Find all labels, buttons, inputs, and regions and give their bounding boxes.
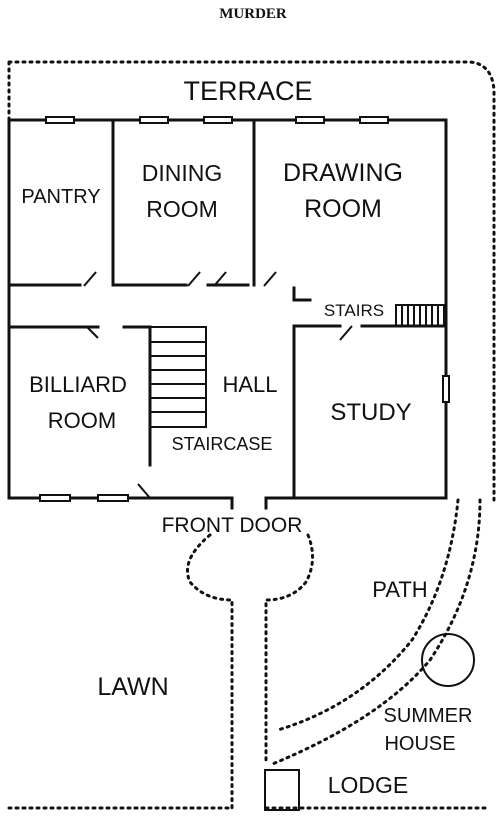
study-label: STUDY [330,399,411,426]
front-door-label: FRONT DOOR [162,514,303,537]
drawing-room-label-line2: ROOM [304,195,382,223]
lawn-label: LAWN [97,673,168,701]
path-label: PATH [372,577,427,602]
stairs-label: STAIRS [324,301,384,320]
door-swings [83,271,353,499]
hall-label: HALL [222,372,277,397]
garden-path [268,498,482,767]
lodge-icon [264,769,300,811]
summer-house-label-line1: SUMMER [384,705,473,727]
dining-room-label-line1: DINING [142,160,223,186]
pantry-label: PANTRY [21,186,100,208]
staircase-label: STAIRCASE [172,434,273,454]
windows [39,116,450,502]
front-door-path [186,533,314,810]
billiard-room-label-line2: ROOM [48,408,116,433]
lodge-label: LODGE [328,772,409,798]
terrace-label: TERRACE [183,76,312,106]
page-title: MURDER [219,6,287,22]
dining-room-label-line2: ROOM [146,196,218,222]
drawing-room-label-line1: DRAWING [283,159,403,187]
staircase-steps [149,326,207,428]
terrace-boundary [7,60,496,502]
summer-house-label-line2: HOUSE [384,733,455,755]
summer-house-icon [421,633,475,687]
billiard-room-label-line1: BILLIARD [29,372,127,397]
